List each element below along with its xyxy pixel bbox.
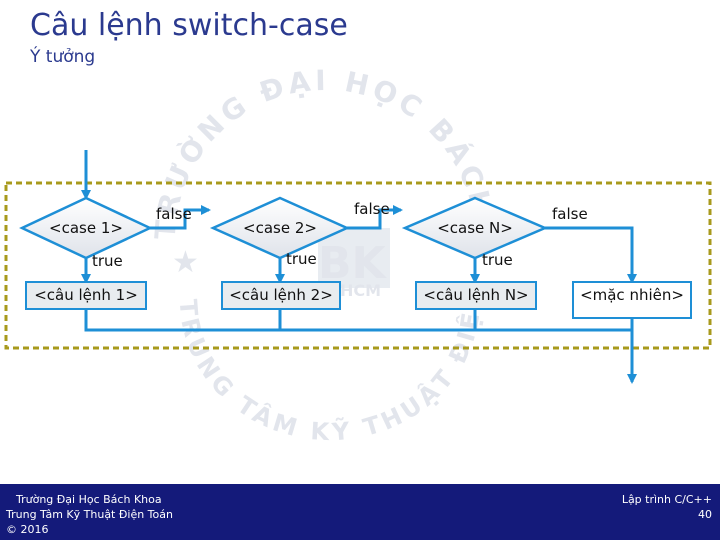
footer-left: Trường Đại Học Bách Khoa Trung Tâm Kỹ Th… [6,492,173,537]
footer-right: Lập trình C/C++ 40 [622,492,712,522]
case-1-false-arrow [150,205,211,230]
switch-block-border [4,181,712,350]
case-1-condition: <case 1> [49,219,123,237]
slide-title: Câu lệnh switch-case [30,8,348,43]
case-2-condition: <case 2> [243,219,317,237]
slide-subtitle: Ý tưởng [30,47,96,67]
watermark-logo [318,228,390,288]
footer-center: Trung Tâm Kỹ Thuật Điện Toán [6,508,173,521]
footer-university: Trường Đại Học Bách Khoa [16,493,162,506]
footer-copyright: © 2016 [6,523,49,536]
case-n-condition: <case N> [437,219,513,237]
footer-course: Lập trình C/C++ [621,493,712,506]
statement-1-merge-line [84,309,632,332]
statement-2-text: <câu lệnh 2> [229,286,333,304]
case-2-false-label: false [354,200,390,218]
statement-1-box [25,281,147,310]
default-statement-text: <mặc nhiên> [580,286,684,304]
switch-case-flowchart: TRƯỜNG ĐẠI HỌC BÁCH KHOA TRUNG TÂM KỸ TH… [0,0,712,446]
watermark-logo-text: BK [318,238,388,289]
case-1-true-label: true [92,252,123,270]
statement-n-text: <câu lệnh N> [423,286,528,304]
footer-page-number: 40 [698,508,712,521]
statement-n-box [415,281,537,310]
watermark-star-icon: ★ [172,245,199,280]
case-2-false-arrow [347,205,403,230]
statement-1-text: <câu lệnh 1> [34,286,138,304]
footer-bar: Trường Đại Học Bách Khoa Trung Tâm Kỹ Th… [0,484,720,540]
watermark-logo-sub: HCM [340,281,381,300]
case-1-false-label: false [156,205,192,223]
case-2-true-label: true [286,250,317,268]
case-n-true-label: true [482,251,513,269]
case-n-false-arrow [545,226,637,284]
case-n-false-label: false [552,205,588,223]
